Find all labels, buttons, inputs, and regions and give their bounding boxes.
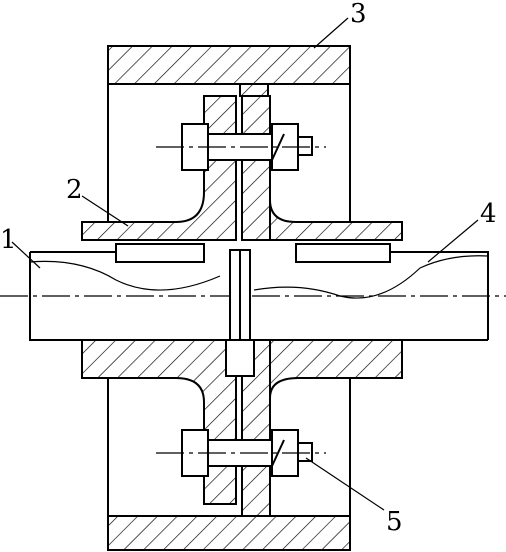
left-flange-upper [81, 95, 237, 241]
rim-3 [107, 45, 351, 551]
upper-washer-line [271, 133, 285, 161]
leader-2 [81, 195, 129, 227]
pin-hole [225, 339, 255, 377]
left-break-line [29, 260, 221, 291]
leader-1 [11, 241, 41, 269]
right-half-coupling [269, 199, 403, 399]
right-flange-lower [269, 339, 403, 399]
left-flange-lower [81, 339, 237, 505]
web-upper [241, 95, 271, 241]
lower-washer-line [271, 439, 285, 467]
shaft-outline-right [390, 251, 489, 340]
lower-bolt-end [297, 442, 313, 462]
upper-bolt-end [297, 136, 313, 156]
center-pin [225, 249, 255, 377]
shaft-outline-left [29, 252, 488, 341]
leader-4 [427, 219, 479, 263]
callout-3: 3 [350, 0, 367, 29]
leader-3 [313, 17, 349, 49]
callout-1: 1 [0, 225, 17, 255]
callout-5: 5 [386, 507, 403, 537]
right-flange-upper [269, 199, 403, 241]
callout-4: 4 [480, 199, 497, 229]
callout-2: 2 [66, 175, 83, 205]
rim-bottom-band [107, 515, 351, 551]
right-key [295, 243, 391, 263]
upper-bolt [156, 123, 326, 171]
lower-bolt-5 [156, 429, 326, 477]
left-key [115, 243, 205, 263]
leader-lines [11, 17, 479, 511]
leader-5 [305, 457, 385, 511]
rim-top-band [107, 45, 351, 85]
web-top-neck [239, 83, 269, 97]
shaft [0, 243, 506, 341]
right-break-line [253, 255, 489, 299]
